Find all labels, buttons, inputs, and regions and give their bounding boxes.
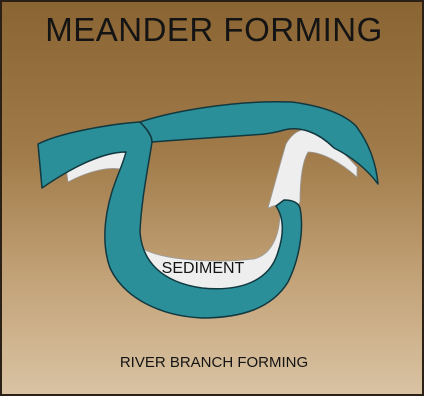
river-channel-right — [140, 102, 378, 184]
river-channel — [38, 122, 302, 318]
river-branch-caption: RIVER BRANCH FORMING — [2, 354, 424, 371]
sediment-label: SEDIMENT — [152, 260, 254, 278]
